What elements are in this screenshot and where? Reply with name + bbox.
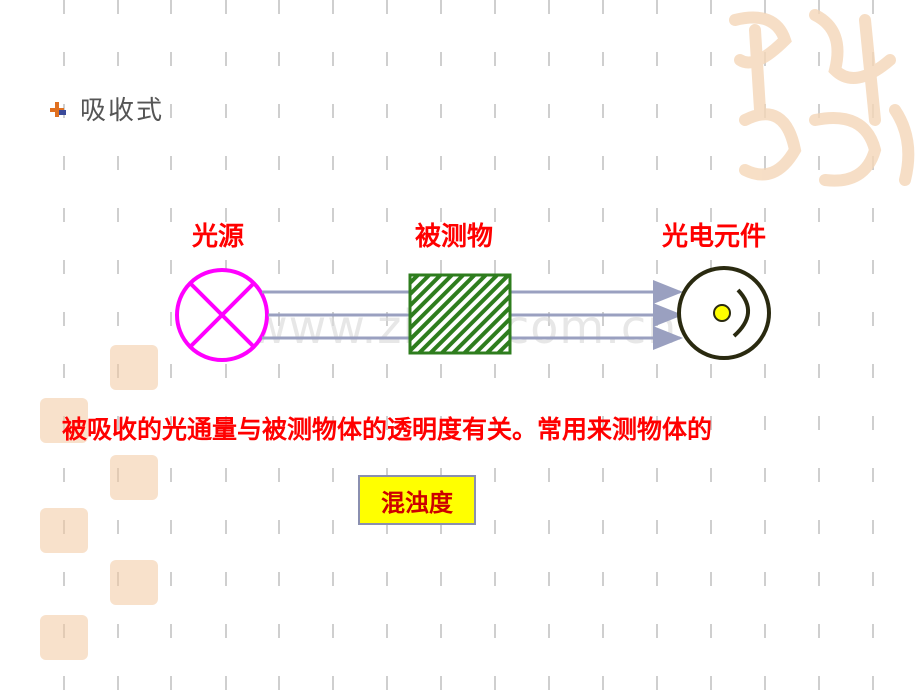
seal-decoration (110, 560, 158, 605)
seal-decoration (110, 345, 158, 390)
seal-decoration (40, 398, 88, 443)
calligraphy-decoration (729, 9, 915, 187)
heading: 吸收式 (48, 90, 164, 127)
grid-line (63, 0, 65, 690)
grid-line (818, 0, 820, 690)
seal-decoration (110, 455, 158, 500)
grid-line (602, 0, 604, 690)
grid-line (278, 0, 280, 690)
grid-line (764, 0, 766, 690)
highlight-box: 混浊度 (358, 475, 476, 525)
lamp-icon (175, 268, 269, 362)
grid-line (386, 0, 388, 690)
grid-line (332, 0, 334, 690)
object-label: 被测物 (415, 222, 494, 252)
detector-label: 光电元件 (662, 222, 767, 252)
grid-line (170, 0, 172, 690)
grid-line (548, 0, 550, 690)
source-label: 光源 (192, 222, 245, 252)
grid-line (872, 0, 874, 690)
bullet-icon (48, 99, 68, 119)
highlight-text: 混浊度 (381, 488, 453, 517)
photocell-icon (677, 266, 771, 360)
seal-decoration (40, 508, 88, 553)
heading-title: 吸收式 (80, 96, 165, 126)
measured-object (408, 273, 512, 355)
seal-decoration (40, 615, 88, 660)
description-text: 被吸收的光通量与被测物体的透明度有关。常用来测物体的 (62, 415, 713, 444)
